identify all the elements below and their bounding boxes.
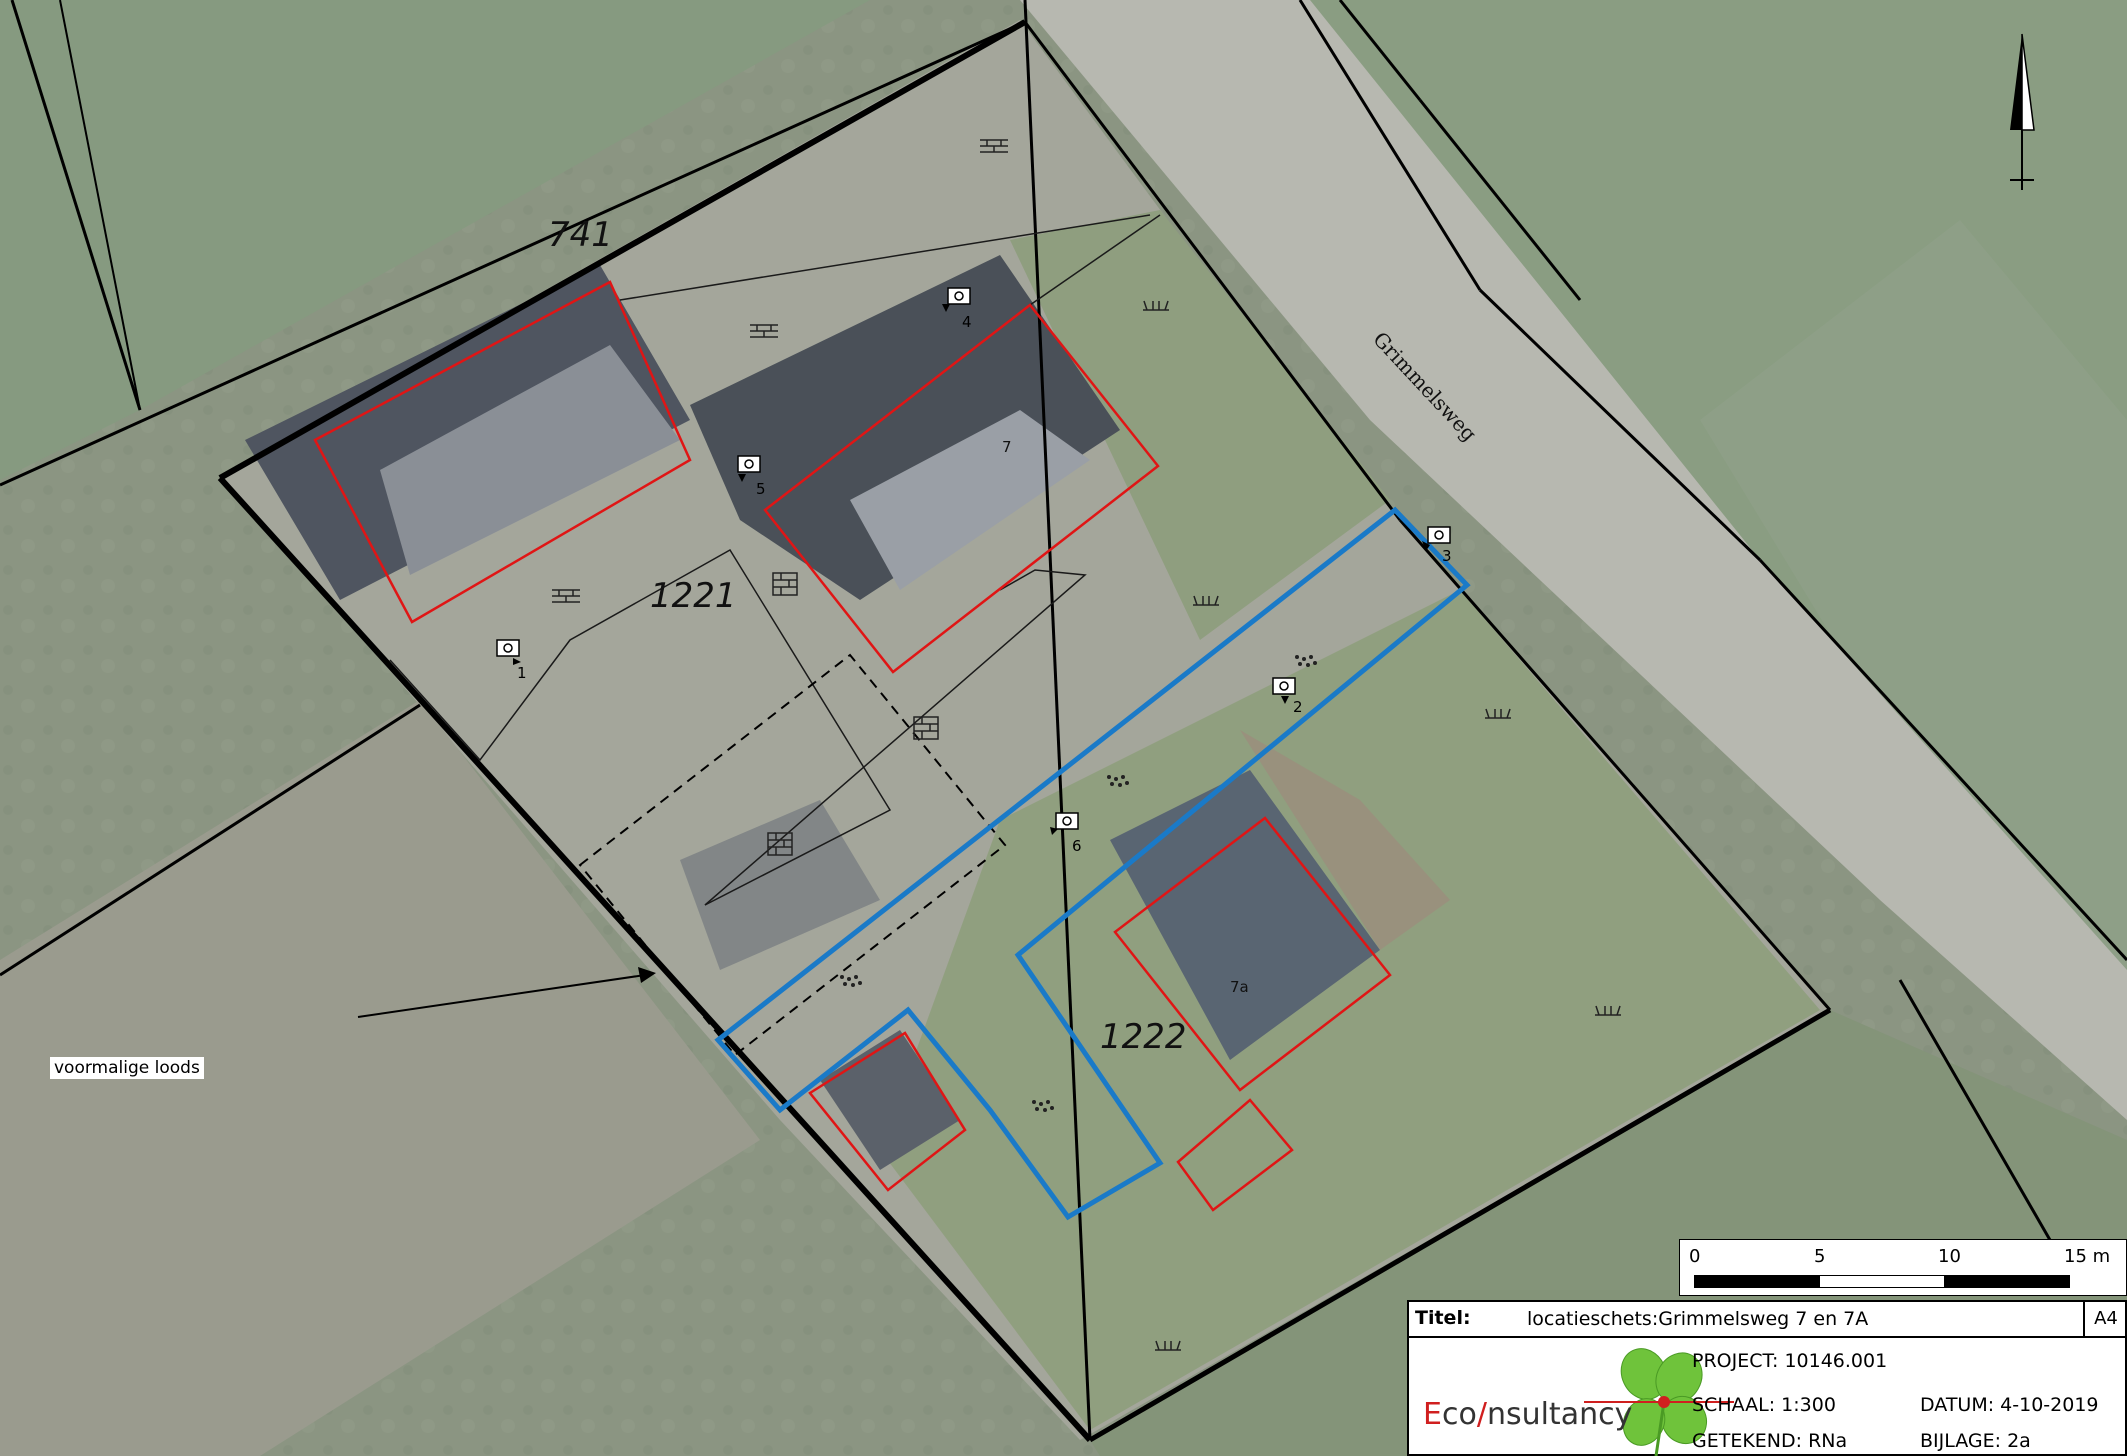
scale-segment-3	[1944, 1275, 2070, 1288]
building-outline-7	[763, 303, 1160, 674]
svg-text:2: 2	[1293, 698, 1303, 716]
roof-house-7	[690, 255, 1120, 600]
parcel-label-741: 741	[548, 215, 613, 255]
grass-icon	[1193, 595, 1219, 606]
lawn-7a	[880, 590, 1820, 1430]
scale-tick-5: 5	[1814, 1246, 1826, 1267]
parcel-label-1222: 1222	[1100, 1017, 1187, 1057]
title-row: Titel: locatieschets:Grimmelsweg 7 en 7A…	[1409, 1302, 2125, 1338]
north-arrow-icon	[2010, 33, 2035, 190]
road-grimmelsweg	[1020, 0, 2127, 1120]
yard-left	[0, 700, 760, 1456]
lawn-7	[1010, 210, 1390, 640]
former-shed-outline	[578, 653, 1007, 1057]
building-outline-7a	[1113, 816, 1392, 1092]
grass-icon	[1485, 708, 1511, 719]
brick-pavement-symbols	[552, 139, 1008, 856]
brick-pavement-icon	[750, 324, 778, 338]
gravel-symbols	[840, 655, 1317, 1112]
brick-pavement-icon	[913, 716, 939, 740]
garden-bed	[1240, 730, 1450, 950]
brick-pavement-icon	[767, 832, 793, 856]
photo-point-5: 5	[737, 455, 766, 498]
field-top-left	[0, 0, 870, 480]
camera-icon	[1050, 812, 1079, 835]
photo-point-1: 1	[496, 639, 527, 682]
brick-pavement-icon	[552, 589, 580, 603]
gravel-icon	[840, 975, 862, 987]
brick-pavement-icon	[772, 572, 798, 596]
brick-pavement-icon	[980, 139, 1008, 153]
scale-tick-0: 0	[1689, 1246, 1701, 1267]
gravel-icon	[1295, 655, 1317, 667]
building-outline-shed	[313, 280, 692, 624]
title-label: Titel:	[1415, 1307, 1471, 1329]
scale-tick-15: 15 m	[2064, 1246, 2111, 1267]
roof-house-7-light	[850, 410, 1090, 590]
grass-icon	[1155, 1340, 1181, 1351]
paper-size: A4	[2083, 1302, 2127, 1336]
photo-point-6: 6	[1050, 812, 1082, 855]
roof-shed-light	[380, 345, 680, 575]
drawn-by: GETEKEND: RNa	[1692, 1430, 1848, 1452]
outline-lines	[389, 214, 1161, 906]
svg-text:5: 5	[756, 480, 766, 498]
former-shed-label: voormalige loods	[50, 1057, 204, 1079]
camera-icon	[942, 287, 971, 312]
svg-text:3: 3	[1442, 547, 1452, 565]
parcel-label-1221: 1221	[650, 576, 737, 616]
investigation-area	[714, 506, 1471, 1221]
scale-segment-1	[1694, 1275, 1820, 1288]
camera-icon	[1422, 526, 1451, 551]
grass-icon	[1595, 1005, 1621, 1016]
scale-tick-10: 10	[1938, 1246, 1961, 1267]
grass-icon	[1143, 300, 1169, 311]
title-text: locatieschets:Grimmelsweg 7 en 7A	[1527, 1308, 1869, 1330]
annotation-arrow	[357, 967, 656, 1018]
field-right-inner	[1700, 220, 2127, 980]
clover-logo-icon	[1584, 1348, 1734, 1456]
scale-bar: 0 5 10 15 m	[1679, 1239, 2127, 1296]
house-label-7a: 7a	[1230, 978, 1249, 996]
title-block: Titel: locatieschets:Grimmelsweg 7 en 7A…	[1407, 1300, 2127, 1456]
house-label-7: 7	[1002, 438, 1012, 456]
camera-icon	[496, 639, 521, 665]
appendix-text: BIJLAGE: 2a	[1920, 1430, 2031, 1452]
camera-icon	[1272, 677, 1296, 704]
company-logo-text: Eco/nsultancy	[1423, 1397, 1633, 1432]
gravel-icon	[1032, 1100, 1054, 1112]
photo-point-3: 3	[1422, 526, 1452, 565]
photo-point-4: 4	[942, 287, 972, 331]
photo-point-2: 2	[1272, 677, 1303, 716]
building-outline-garage	[808, 1031, 967, 1192]
roof-house-7a	[1110, 770, 1380, 1060]
scale-text: SCHAAL: 1:300	[1692, 1394, 1836, 1416]
gravel-icon	[1107, 775, 1129, 787]
scale-segment-2	[1819, 1275, 1945, 1288]
svg-text:4: 4	[962, 313, 972, 331]
camera-icon	[737, 455, 761, 482]
grass-symbols	[1143, 300, 1621, 1351]
project-number: PROJECT: 10146.001	[1692, 1350, 1888, 1372]
roof-barn-left	[680, 800, 880, 970]
building-outline-small	[1176, 1098, 1294, 1212]
svg-text:6: 6	[1072, 837, 1082, 855]
existing-buildings	[313, 280, 1392, 1212]
svg-text:1: 1	[517, 664, 527, 682]
date-text: DATUM: 4-10-2019	[1920, 1394, 2099, 1416]
